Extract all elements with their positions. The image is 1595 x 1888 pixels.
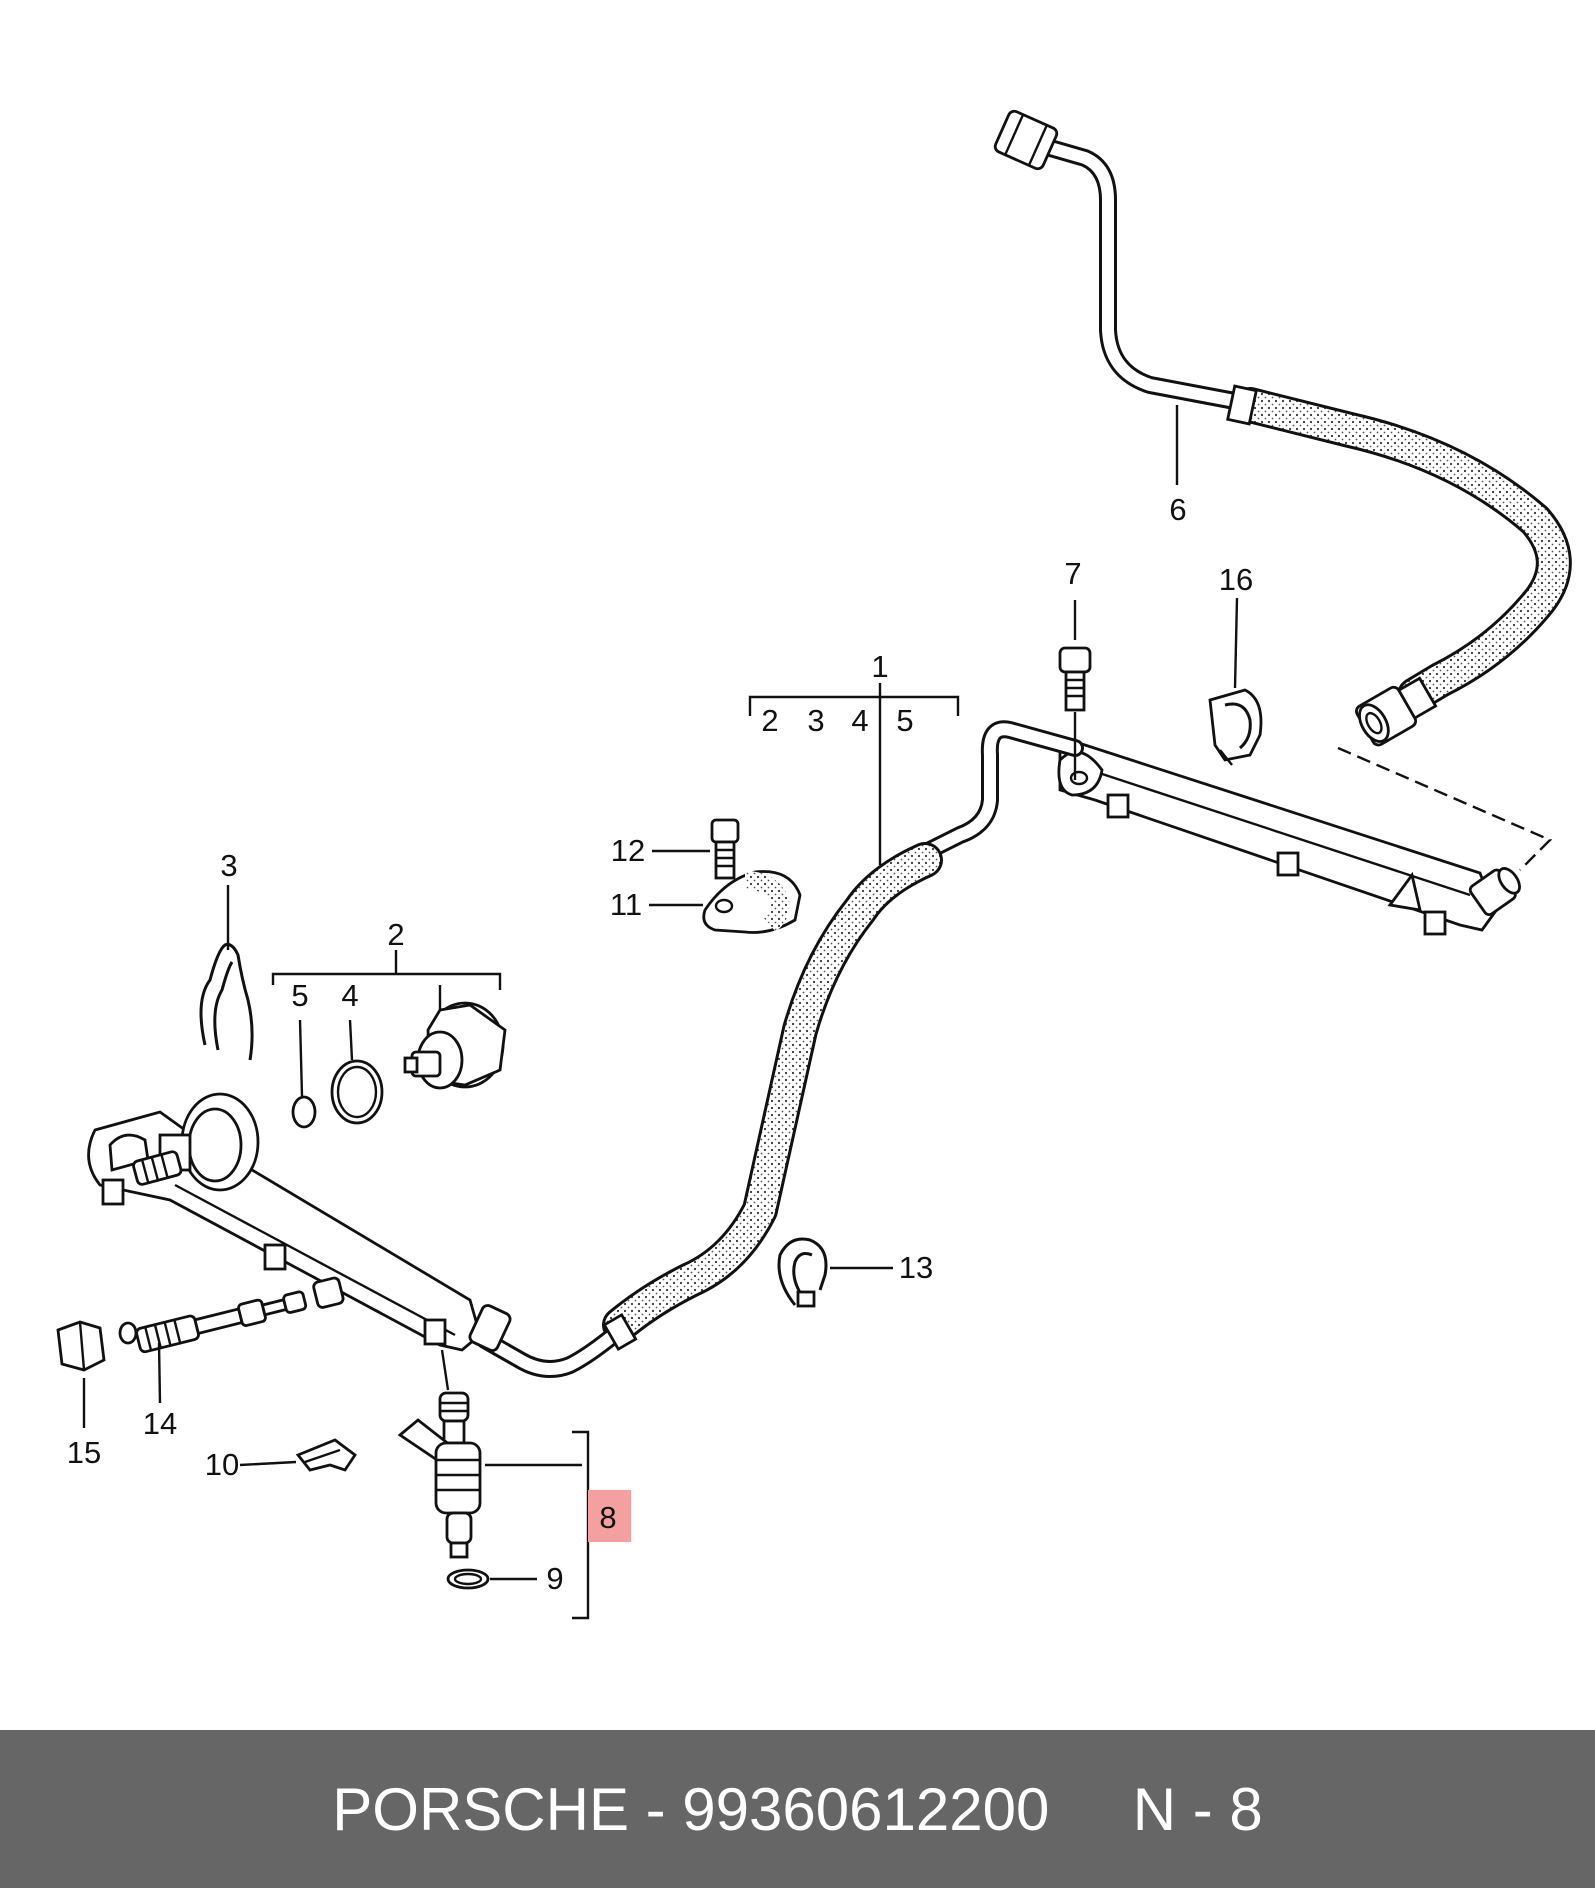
callout-16[interactable]: 16 [1219,562,1253,597]
hose-clip-13 [777,1237,828,1308]
fuel-rail-left [87,1092,512,1352]
footer-bar: PORSCHE - 99360612200 N - 8 [0,1730,1595,1888]
injector-8 [397,1391,482,1559]
callout-row-1-d[interactable]: 5 [896,703,913,738]
footer-part-number: 99360612200 [682,1775,1050,1843]
bolt-12 [710,818,740,880]
footer-brand: PORSCHE [332,1775,629,1843]
footer-space [666,1775,683,1844]
crossover-line-1 [476,720,1084,1378]
footer-gap [1049,1775,1132,1844]
o-ring-5 [291,1095,317,1129]
callout-7[interactable]: 7 [1064,556,1081,591]
footer-ref: N - 8 [1132,1775,1263,1843]
callout-13[interactable]: 13 [899,1250,933,1285]
callout-8[interactable]: 8 [599,1500,616,1535]
callout-14[interactable]: 14 [143,1406,177,1441]
callouts: 1 2 3 4 5 2 3 4 5 6 7 8 9 10 11 12 13 14… [67,492,1253,1596]
footer-separator [629,1775,646,1844]
callout-5[interactable]: 5 [291,978,308,1013]
footer-dash: - [645,1775,666,1843]
o-ring-4 [330,1059,384,1125]
bolt-7 [1058,646,1092,712]
clip-3 [199,943,254,1061]
test-valve-14 [118,1276,345,1354]
callout-12[interactable]: 12 [611,833,645,868]
pressure-regulator-2 [403,1001,507,1090]
callout-15[interactable]: 15 [67,1435,101,1470]
callout-9[interactable]: 9 [546,1561,563,1596]
fuel-line-6 [993,109,1572,871]
callout-row-1-a[interactable]: 2 [761,703,778,738]
clip-10 [295,1438,357,1472]
fuel-rail-right [1057,736,1521,936]
callout-row-1-b[interactable]: 3 [807,703,824,738]
callout-11[interactable]: 11 [610,887,642,922]
callout-6[interactable]: 6 [1169,492,1186,527]
clamp-16 [1208,688,1263,766]
parts-diagram: 1 2 3 4 5 2 3 4 5 6 7 8 9 10 11 12 13 14… [56,109,1572,1620]
callout-4[interactable]: 4 [341,978,358,1013]
callout-3[interactable]: 3 [220,848,237,883]
highlight-box [588,1490,631,1542]
clamp-11 [702,870,802,934]
callout-2[interactable]: 2 [387,917,404,952]
callout-1[interactable]: 1 [871,649,888,684]
cap-15 [56,1320,106,1372]
callout-10[interactable]: 10 [205,1447,239,1482]
callout-row-1-c[interactable]: 4 [851,703,868,738]
